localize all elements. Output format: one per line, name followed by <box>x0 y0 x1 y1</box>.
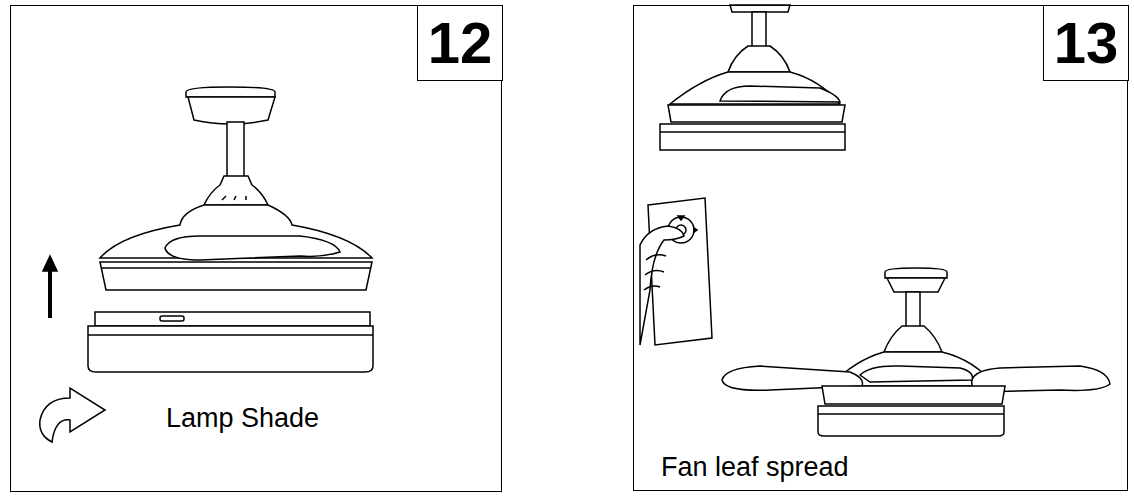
step-caption: Fan leaf spread <box>661 452 849 483</box>
fan-body <box>100 87 372 290</box>
up-arrow <box>43 256 57 318</box>
step-panel: Fan leaf spread 13 <box>633 5 1128 491</box>
fan-folded <box>660 5 845 150</box>
hand-remote <box>640 198 712 345</box>
step-caption: Lamp Shade <box>166 403 319 434</box>
fan-spread <box>722 268 1110 436</box>
step-number: 12 <box>428 14 493 72</box>
step-panel: Lamp Shade 12 <box>10 5 502 492</box>
curved-arrow <box>40 388 105 442</box>
step-number: 13 <box>1054 14 1119 72</box>
step-number-box: 13 <box>1043 5 1129 81</box>
lamp-shade-part <box>88 312 373 372</box>
step-number-box: 12 <box>417 5 503 81</box>
